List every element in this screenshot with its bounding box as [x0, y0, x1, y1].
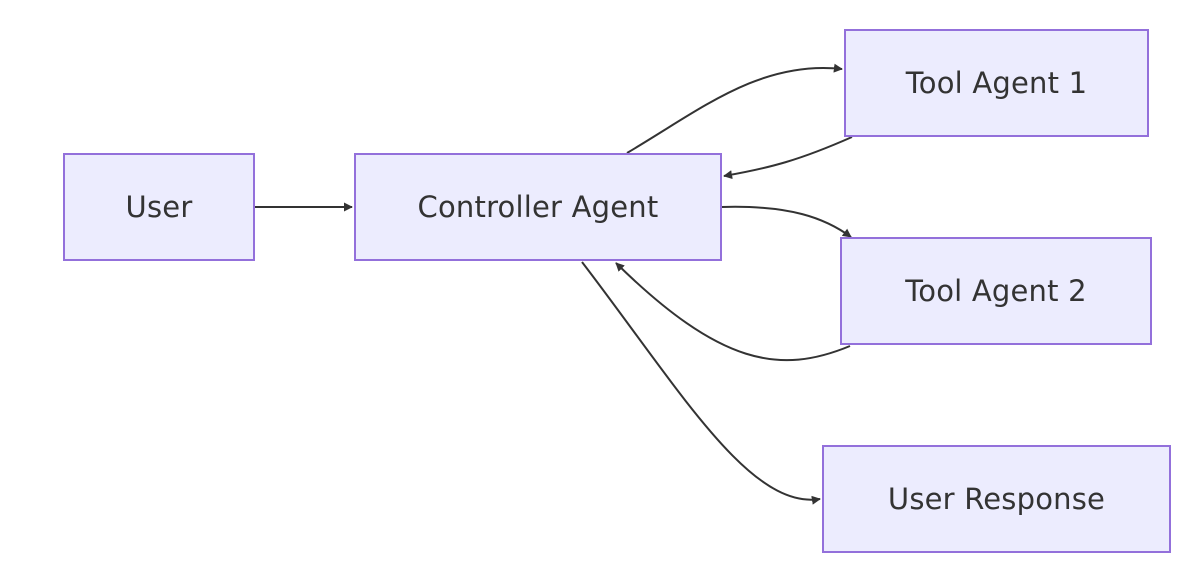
edge-controller-to-user-response — [581, 261, 821, 505]
node-tool-agent-1-label: Tool Agent 1 — [905, 66, 1088, 100]
node-user-label: User — [125, 190, 193, 224]
node-tool-agent-2: Tool Agent 2 — [840, 237, 1152, 345]
node-tool-agent-2-label: Tool Agent 2 — [905, 274, 1087, 308]
node-tool-agent-1: Tool Agent 1 — [844, 29, 1149, 137]
edge-controller-to-tool2 — [721, 205, 852, 238]
edge-tool1-to-controller — [723, 136, 853, 180]
edge-tool2-to-controller — [615, 262, 851, 362]
node-user-response-label: User Response — [887, 482, 1106, 516]
edge-controller-to-tool1 — [626, 63, 843, 154]
node-controller-agent-label: Controller Agent — [417, 190, 659, 224]
node-controller-agent: Controller Agent — [354, 153, 722, 261]
node-user-response: User Response — [822, 445, 1171, 553]
node-user: User — [63, 153, 255, 261]
